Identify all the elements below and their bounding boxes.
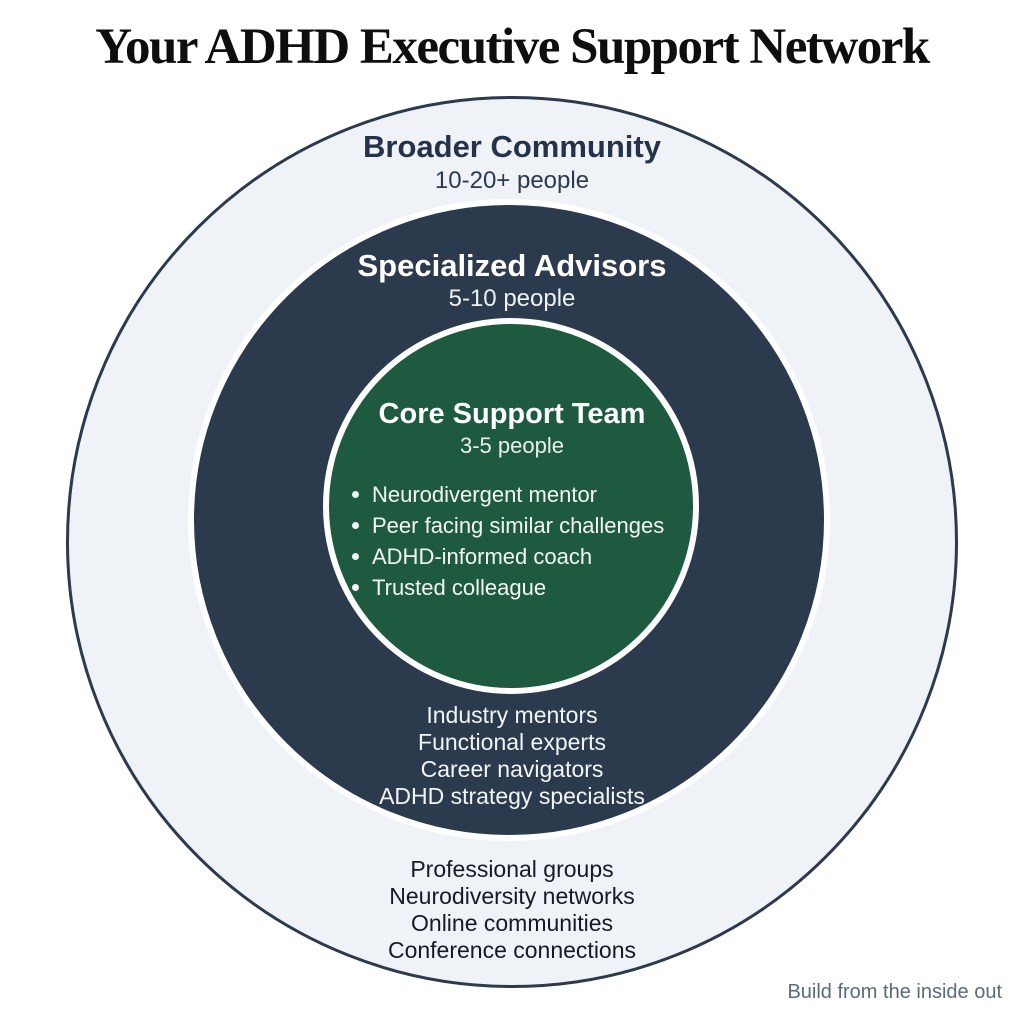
list-item-label: Peer facing similar challenges xyxy=(372,512,665,538)
bullet-icon xyxy=(352,491,359,498)
footer-note: Build from the inside out xyxy=(787,981,1002,1003)
list-item: Neurodiversity networks xyxy=(389,883,635,909)
list-item: ADHD strategy specialists xyxy=(379,783,645,809)
list-item: Professional groups xyxy=(410,856,614,882)
bullet-icon xyxy=(352,584,359,591)
bullet-icon xyxy=(352,553,359,560)
specialized-advisors-label: Specialized Advisors xyxy=(357,248,667,283)
list-item: Functional experts xyxy=(418,729,606,755)
list-item: Online communities xyxy=(411,910,613,936)
specialized-advisors-size: 5-10 people xyxy=(448,285,576,312)
specialized-advisors-list: Industry mentors Functional experts Care… xyxy=(0,702,1024,810)
list-item: Peer facing similar challenges xyxy=(352,510,697,541)
list-item: Industry mentors xyxy=(426,702,598,728)
list-item-label: Neurodivergent mentor xyxy=(372,481,598,507)
list-item-label: Trusted colleague xyxy=(372,574,547,600)
page-title: Your ADHD Executive Support Network xyxy=(95,19,930,75)
core-support-team-label: Core Support Team xyxy=(378,398,646,430)
list-item: Neurodivergent mentor xyxy=(352,479,697,510)
bullet-icon xyxy=(352,522,359,529)
list-item: Trusted colleague xyxy=(352,572,697,603)
broader-community-list: Professional groups Neurodiversity netwo… xyxy=(0,856,1024,964)
list-item: ADHD-informed coach xyxy=(352,541,697,572)
list-item: Conference connections xyxy=(387,937,637,963)
broader-community-label: Broader Community xyxy=(363,129,661,164)
core-support-team-list: Neurodivergent mentor Peer facing simila… xyxy=(352,479,697,603)
list-item-label: ADHD-informed coach xyxy=(372,543,593,569)
core-support-team-size: 3-5 people xyxy=(460,433,564,458)
broader-community-size: 10-20+ people xyxy=(434,167,590,194)
circle-core-support-team xyxy=(323,318,699,694)
list-item: Career navigators xyxy=(420,756,604,782)
